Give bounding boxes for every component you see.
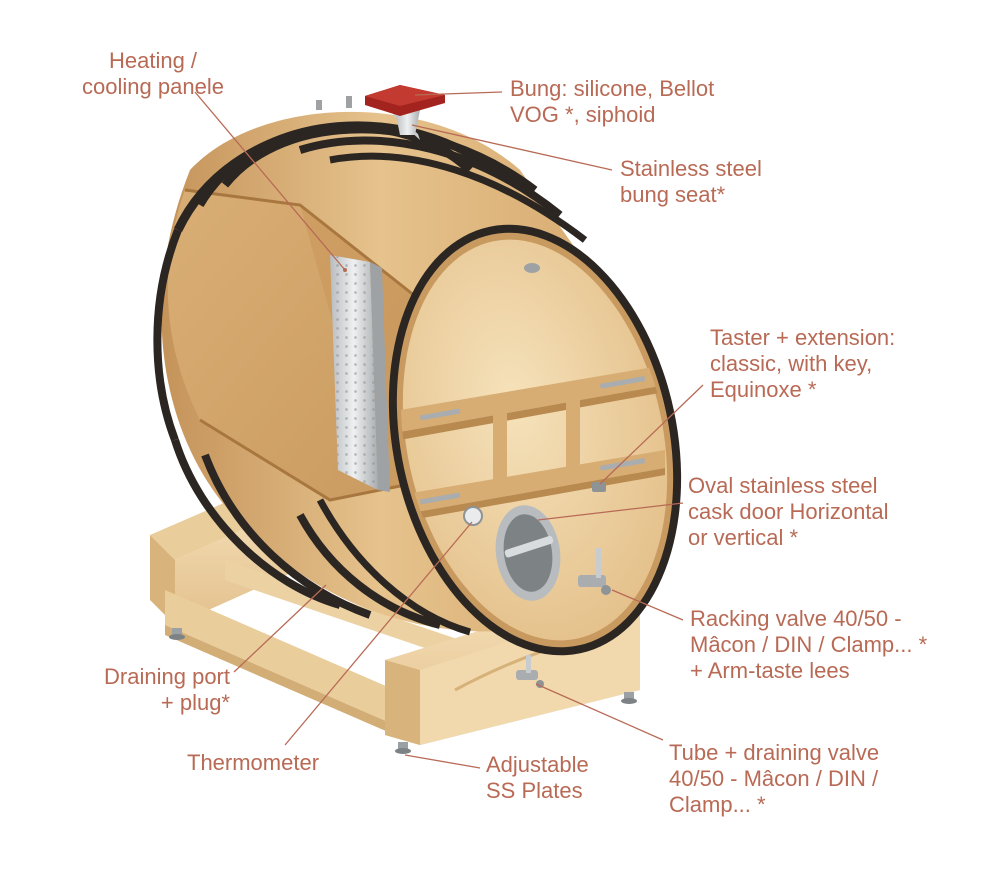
label-taster: Taster + extension: classic, with key, E… bbox=[710, 325, 895, 403]
label-line: Mâcon / DIN / Clamp... * bbox=[690, 632, 927, 658]
label-line: Racking valve 40/50 - bbox=[690, 606, 927, 632]
label-bung: Bung: silicone, Bellot VOG *, siphoid bbox=[510, 76, 714, 128]
label-thermometer: Thermometer bbox=[187, 750, 319, 776]
label-draining-port: Draining port + plug* bbox=[50, 664, 230, 716]
label-line: classic, with key, bbox=[710, 351, 895, 377]
label-adjustable-plates: Adjustable SS Plates bbox=[486, 752, 589, 804]
label-line: cask door Horizontal bbox=[688, 499, 889, 525]
label-line: Tube + draining valve bbox=[669, 740, 879, 766]
label-line: + plug* bbox=[50, 690, 230, 716]
label-line: or vertical * bbox=[688, 525, 889, 551]
label-line: Oval stainless steel bbox=[688, 473, 889, 499]
label-line: cooling panele bbox=[58, 74, 248, 100]
label-tube-draining-valve: Tube + draining valve 40/50 - Mâcon / DI… bbox=[669, 740, 879, 818]
label-line: Equinoxe * bbox=[710, 377, 895, 403]
label-line: Stainless steel bbox=[620, 156, 762, 182]
label-line: SS Plates bbox=[486, 778, 589, 804]
label-line: Thermometer bbox=[187, 750, 319, 776]
label-line: Adjustable bbox=[486, 752, 589, 778]
label-line: Bung: silicone, Bellot bbox=[510, 76, 714, 102]
label-line: Taster + extension: bbox=[710, 325, 895, 351]
label-cask-door: Oval stainless steel cask door Horizonta… bbox=[688, 473, 889, 551]
label-heating-cooling-panel: Heating / cooling panele bbox=[58, 48, 248, 100]
label-line: Draining port bbox=[50, 664, 230, 690]
label-line: Heating / bbox=[58, 48, 248, 74]
label-bung-seat: Stainless steel bung seat* bbox=[620, 156, 762, 208]
heating-cooling-panel bbox=[330, 255, 390, 492]
label-line: 40/50 - Mâcon / DIN / bbox=[669, 766, 879, 792]
label-line: bung seat* bbox=[620, 182, 762, 208]
label-line: + Arm-taste lees bbox=[690, 658, 927, 684]
label-line: VOG *, siphoid bbox=[510, 102, 714, 128]
label-line: Clamp... * bbox=[669, 792, 879, 818]
label-racking-valve: Racking valve 40/50 - Mâcon / DIN / Clam… bbox=[690, 606, 927, 684]
